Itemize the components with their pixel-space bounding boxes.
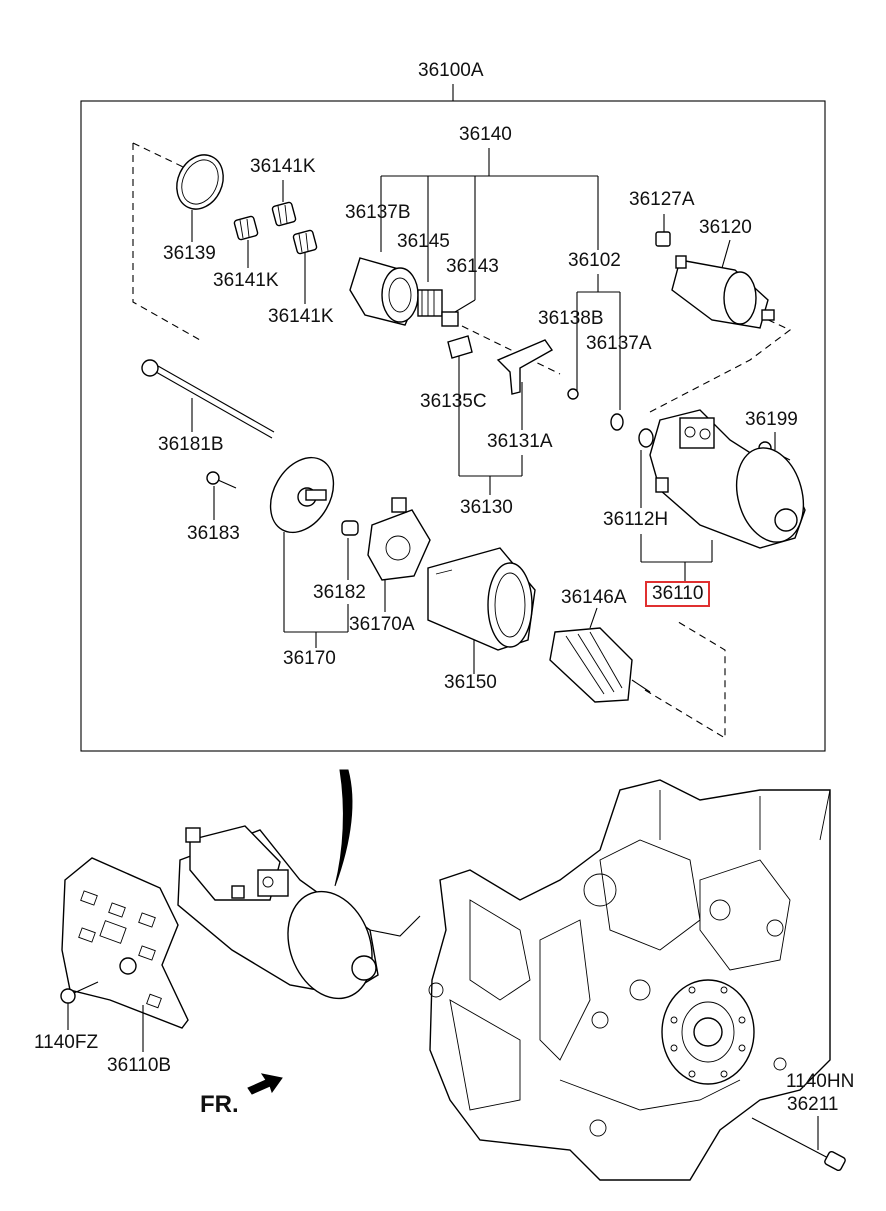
label-36130: 36130 [460, 497, 513, 518]
dashed-line-mount [369, 915, 421, 937]
part-36211-bolt [751, 1117, 846, 1172]
label-36182: 36182 [313, 582, 366, 603]
part-36146A-armature [549, 627, 651, 703]
label-36120: 36120 [699, 217, 752, 238]
label-36100A: 36100A [418, 60, 484, 81]
label-36102: 36102 [568, 250, 621, 271]
part-36170-endframe [269, 456, 335, 534]
engine-block [428, 779, 831, 1181]
front-direction-label: FR. [200, 1091, 239, 1118]
dashed-line-solenoid [649, 315, 792, 413]
part-36150-yoke [427, 547, 536, 651]
label-36181B: 36181B [158, 434, 224, 455]
part-36120-solenoid [671, 255, 775, 329]
dashed-line-armature [644, 619, 726, 739]
part-36138B [567, 388, 579, 400]
label-36110B: 36110B [107, 1055, 172, 1076]
part-36110-housing [649, 409, 806, 549]
label-36211: 36211 [787, 1094, 839, 1115]
part-36131A [496, 339, 554, 395]
part-36135C [447, 335, 473, 359]
label-36137B: 36137B [345, 202, 411, 223]
part-36140-clutch [349, 257, 459, 327]
label-36127A: 36127A [629, 189, 695, 210]
label-36146A: 36146A [561, 587, 627, 608]
bracket-36130 [458, 352, 523, 495]
part-36112H [638, 428, 654, 448]
label-36112H: 36112H [603, 509, 669, 530]
leader-36120 [721, 239, 731, 269]
label-36199: 36199 [745, 409, 798, 430]
front-arrow [247, 1073, 283, 1095]
part-36110B-heatshield [61, 857, 189, 1029]
label-36141K-a: 36141K [250, 156, 316, 177]
part-36141K-gear-a [271, 201, 297, 227]
label-1140HN: 1140HN [786, 1071, 855, 1092]
label-36170A: 36170A [349, 614, 415, 635]
curved-arrow [334, 769, 353, 887]
part-36182-bushing [341, 520, 359, 536]
part-1140FZ-bolt [60, 981, 99, 1004]
part-36127A-nut [655, 231, 671, 247]
part-36183-screw [206, 471, 237, 489]
installed-starter [177, 825, 379, 1000]
label-36141K-c: 36141K [268, 306, 334, 327]
label-36139: 36139 [163, 243, 216, 264]
label-36145: 36145 [397, 231, 450, 252]
leader-36146A [589, 607, 598, 629]
label-36170: 36170 [283, 648, 336, 669]
part-36141K-gear-b [233, 215, 259, 241]
dashed-line-shaft [461, 325, 561, 375]
part-36137A [610, 413, 624, 431]
label-36137A: 36137A [586, 333, 652, 354]
part-36181B-bolt [141, 359, 275, 439]
label-36183: 36183 [187, 523, 240, 544]
label-36141K-b: 36141K [213, 270, 279, 291]
label-36150: 36150 [444, 672, 497, 693]
label-36138B: 36138B [538, 308, 604, 329]
bracket-36102 [576, 274, 621, 410]
part-36141K-gear-c [292, 229, 318, 255]
part-36139-oring [176, 154, 224, 210]
label-36131A: 36131A [487, 431, 553, 452]
label-36143: 36143 [446, 256, 499, 277]
label-36140: 36140 [459, 124, 512, 145]
label-1140FZ: 1140FZ [34, 1032, 99, 1053]
bracket-36110 [640, 450, 713, 582]
bracket-36140 [380, 148, 599, 313]
part-36170A-brushholder [367, 497, 431, 581]
bracket-36170 [283, 532, 349, 648]
label-36135C: 36135C [420, 391, 487, 412]
label-36110-highlighted: 36110 [645, 581, 711, 607]
